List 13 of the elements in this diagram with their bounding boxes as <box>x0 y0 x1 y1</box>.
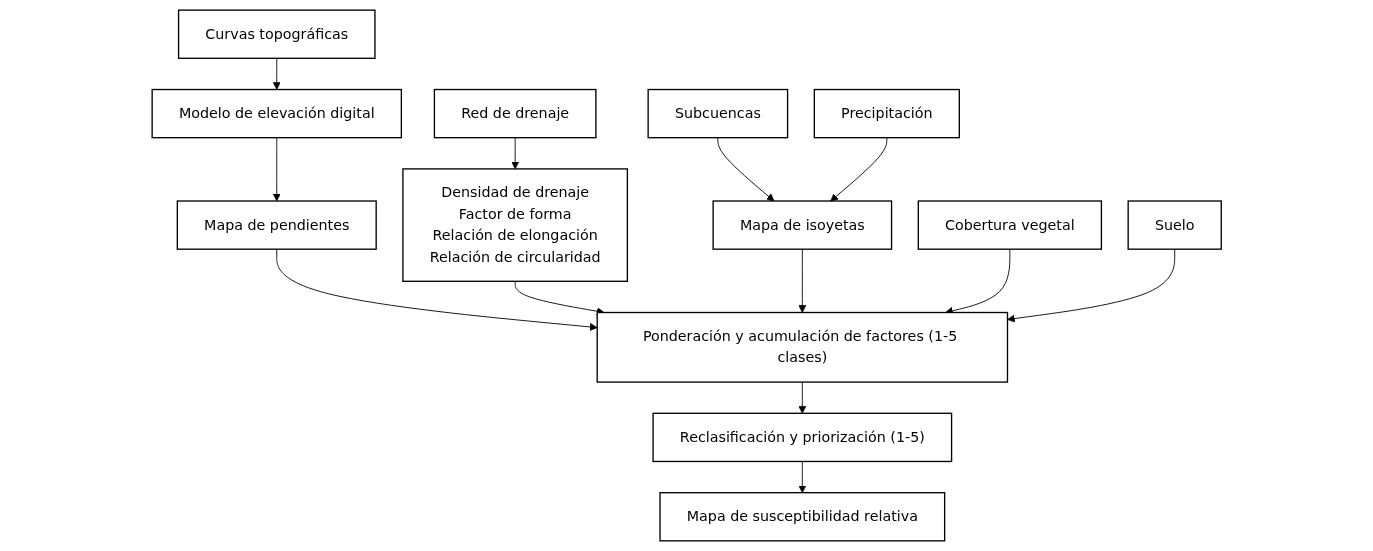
node-box: Red de drenaje <box>433 88 597 139</box>
node-box: Mapa de susceptibilidad relativa <box>659 492 946 542</box>
node-box: Curvas topográficas <box>177 9 376 59</box>
node-box: Mapa de isoyetas <box>712 200 892 250</box>
node-box: Densidad de drenaje Factor de forma Relación de elongación Relación de circularidad <box>402 168 628 282</box>
node-box: Suelo <box>1127 200 1222 250</box>
node-box: Subcuencas <box>647 88 789 139</box>
node-box: Mapa de pendientes <box>176 200 377 250</box>
node-box: Ponderación y acumulación de factores (1-5 clases) <box>596 311 1008 383</box>
node-box: Reclasificación y priorización (1-5) <box>652 412 953 463</box>
node-box: Precipitación <box>813 88 960 139</box>
node-box: Cobertura vegetal <box>917 200 1102 250</box>
node-box: Modelo de elevación digital <box>151 88 402 139</box>
